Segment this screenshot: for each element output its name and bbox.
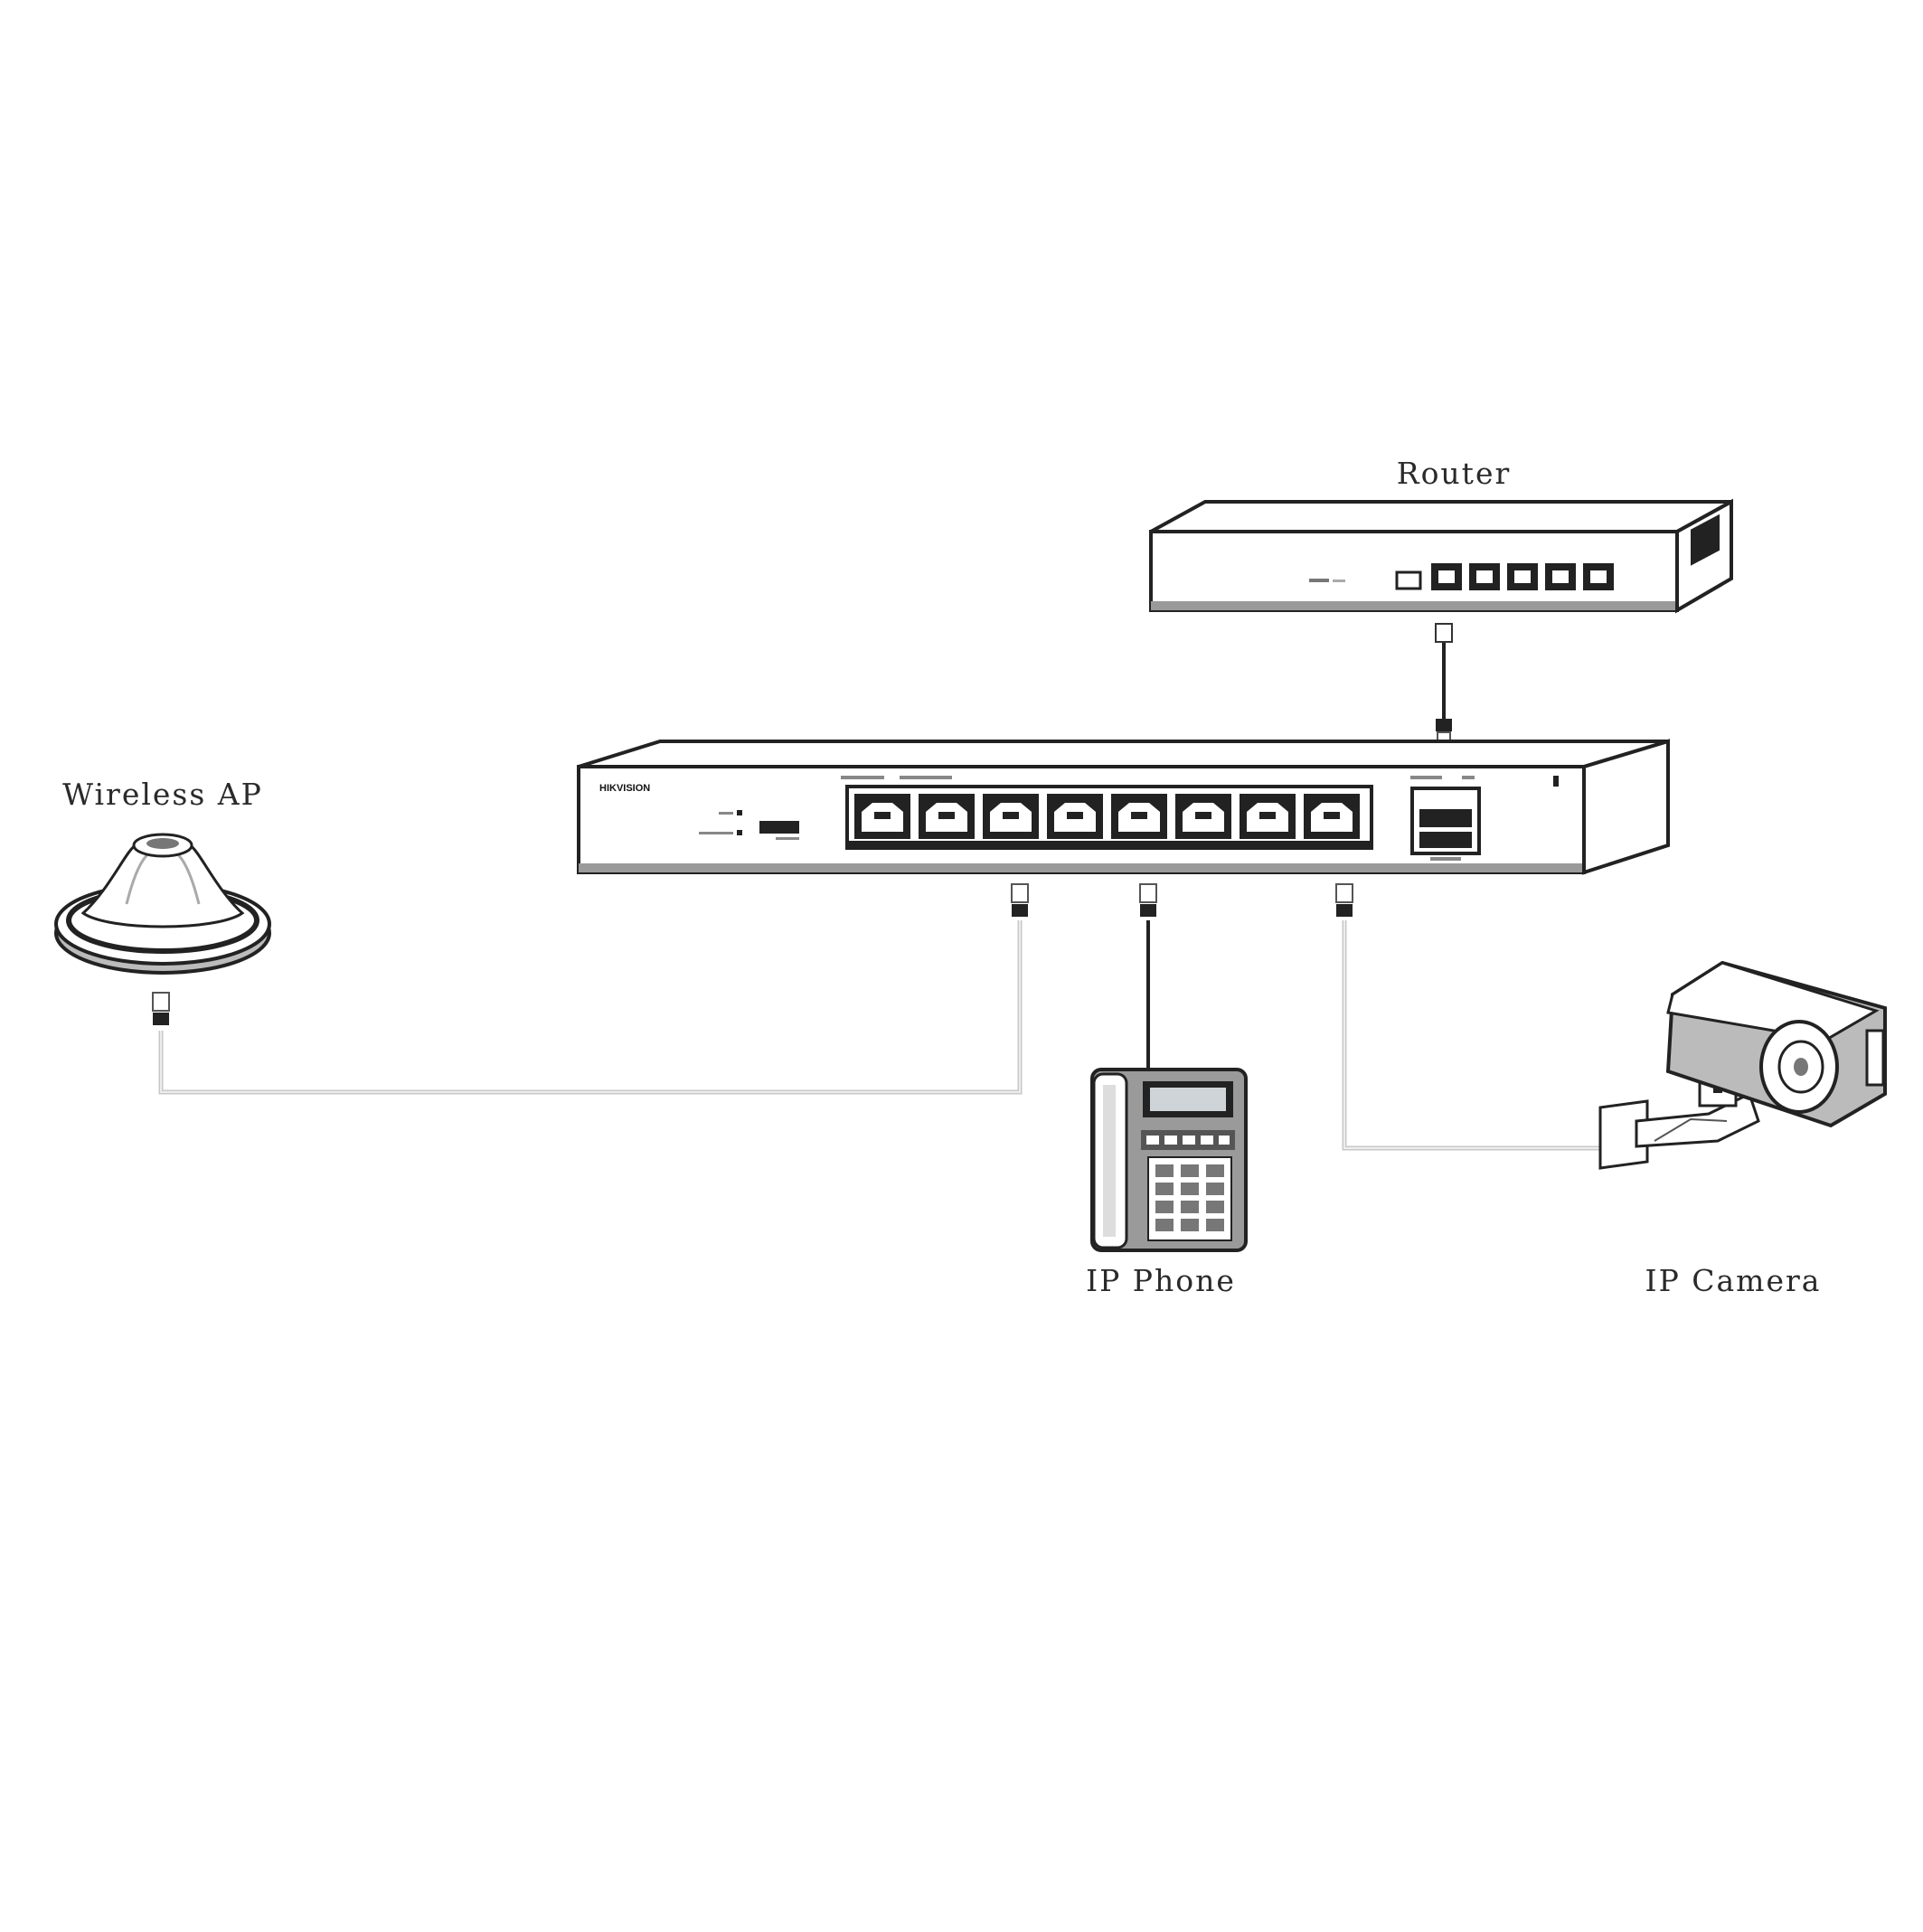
- switch-port-2: [919, 794, 975, 839]
- cable-switch-router: [1435, 623, 1453, 749]
- wireless-ap-label: Wireless AP: [62, 777, 263, 812]
- router-label: Router: [1397, 456, 1512, 491]
- svg-text:HIKVISION: HIKVISION: [599, 783, 650, 794]
- ip-camera-icon: [1598, 960, 1887, 1170]
- ip-phone-icon: [1090, 1068, 1248, 1252]
- switch-port-3: [983, 794, 1039, 839]
- poe-switch-icon: HIKVISION: [577, 739, 1670, 875]
- ip-phone-label: IP Phone: [1086, 1263, 1236, 1298]
- cable-switch-ap: [152, 883, 1029, 1095]
- cable-switch-phone: [1139, 883, 1157, 1071]
- switch-port-8: [1304, 794, 1360, 839]
- switch-port-4: [1047, 794, 1103, 839]
- ip-camera-label: IP Camera: [1645, 1263, 1822, 1298]
- switch-ports: [845, 785, 1373, 850]
- switch-port-1: [854, 794, 910, 839]
- router-icon: [1149, 498, 1733, 614]
- cable-switch-camera: [1335, 883, 1609, 1151]
- cables: [152, 623, 1609, 1151]
- switch-port-5: [1111, 794, 1167, 839]
- wireless-ap-icon: [54, 833, 271, 975]
- switch-port-6: [1175, 794, 1231, 839]
- switch-port-7: [1240, 794, 1296, 839]
